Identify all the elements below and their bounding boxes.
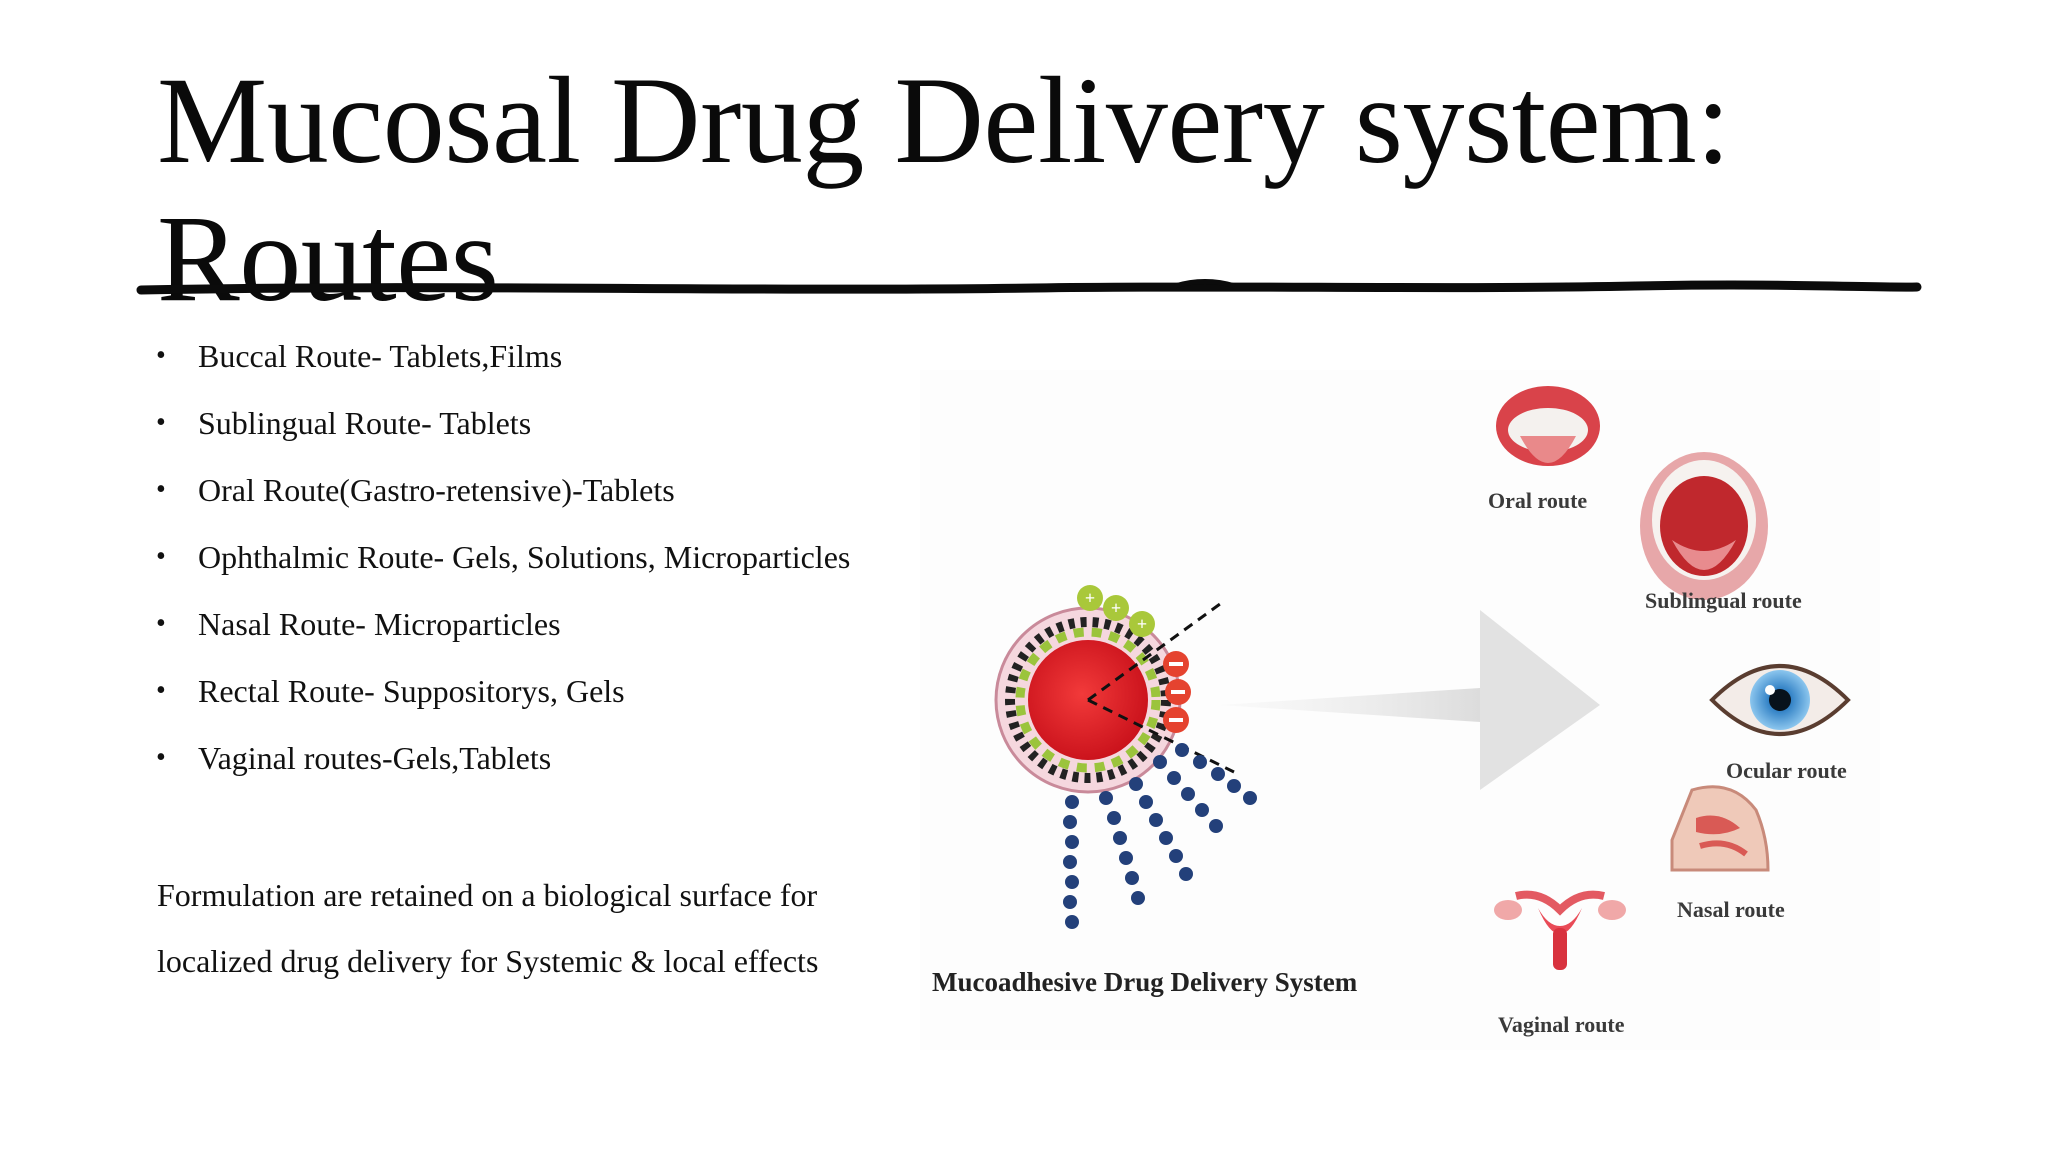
mucoadhesive-figure: + + + xyxy=(920,370,1880,1050)
uterus-icon xyxy=(1494,890,1626,970)
title-underline xyxy=(136,279,1922,295)
title-line-2: Routes xyxy=(157,190,499,327)
sublingual-route-label: Sublingual route xyxy=(1645,588,1802,613)
lips-icon xyxy=(1496,386,1600,466)
list-item: Vaginal routes-Gels,Tablets xyxy=(150,732,850,799)
eye-icon xyxy=(1709,664,1851,736)
list-item: Sublingual Route- Tablets xyxy=(150,397,850,464)
arrow-icon xyxy=(1220,610,1600,790)
oral-route-label: Oral route xyxy=(1488,488,1588,513)
list-item: Ophthalmic Route- Gels, Solutions, Micro… xyxy=(150,531,850,598)
list-item: Oral Route(Gastro-retensive)-Tablets xyxy=(150,464,850,531)
title-line-1: Mucosal Drug Delivery system: xyxy=(157,52,1731,189)
svg-text:+: + xyxy=(1111,598,1121,618)
summary-line-1: Formulation are retained on a biological… xyxy=(157,877,818,913)
slide-title: Mucosal Drug Delivery system: Routes xyxy=(157,52,1957,328)
nasal-route-label: Nasal route xyxy=(1677,897,1785,922)
list-item: Nasal Route- Microparticles xyxy=(150,598,850,665)
list-item: Buccal Route- Tablets,Films xyxy=(150,330,850,397)
summary-text: Formulation are retained on a biological… xyxy=(157,862,917,994)
summary-line-2: localized drug delivery for Systemic & l… xyxy=(157,943,819,979)
vaginal-route-label: Vaginal route xyxy=(1498,1012,1625,1037)
open-mouth-icon xyxy=(1640,452,1768,600)
nanoparticle-icon: + + + xyxy=(994,585,1257,929)
ocular-route-label: Ocular route xyxy=(1726,758,1847,783)
list-item: Rectal Route- Suppositorys, Gels xyxy=(150,665,850,732)
svg-text:+: + xyxy=(1085,588,1095,608)
route-list: Buccal Route- Tablets,Films Sublingual R… xyxy=(150,330,850,799)
nasal-cavity-icon xyxy=(1670,785,1770,872)
figure-caption: Mucoadhesive Drug Delivery System xyxy=(932,967,1358,997)
figure-illustration: + + + xyxy=(994,386,1851,970)
svg-text:+: + xyxy=(1137,614,1147,634)
